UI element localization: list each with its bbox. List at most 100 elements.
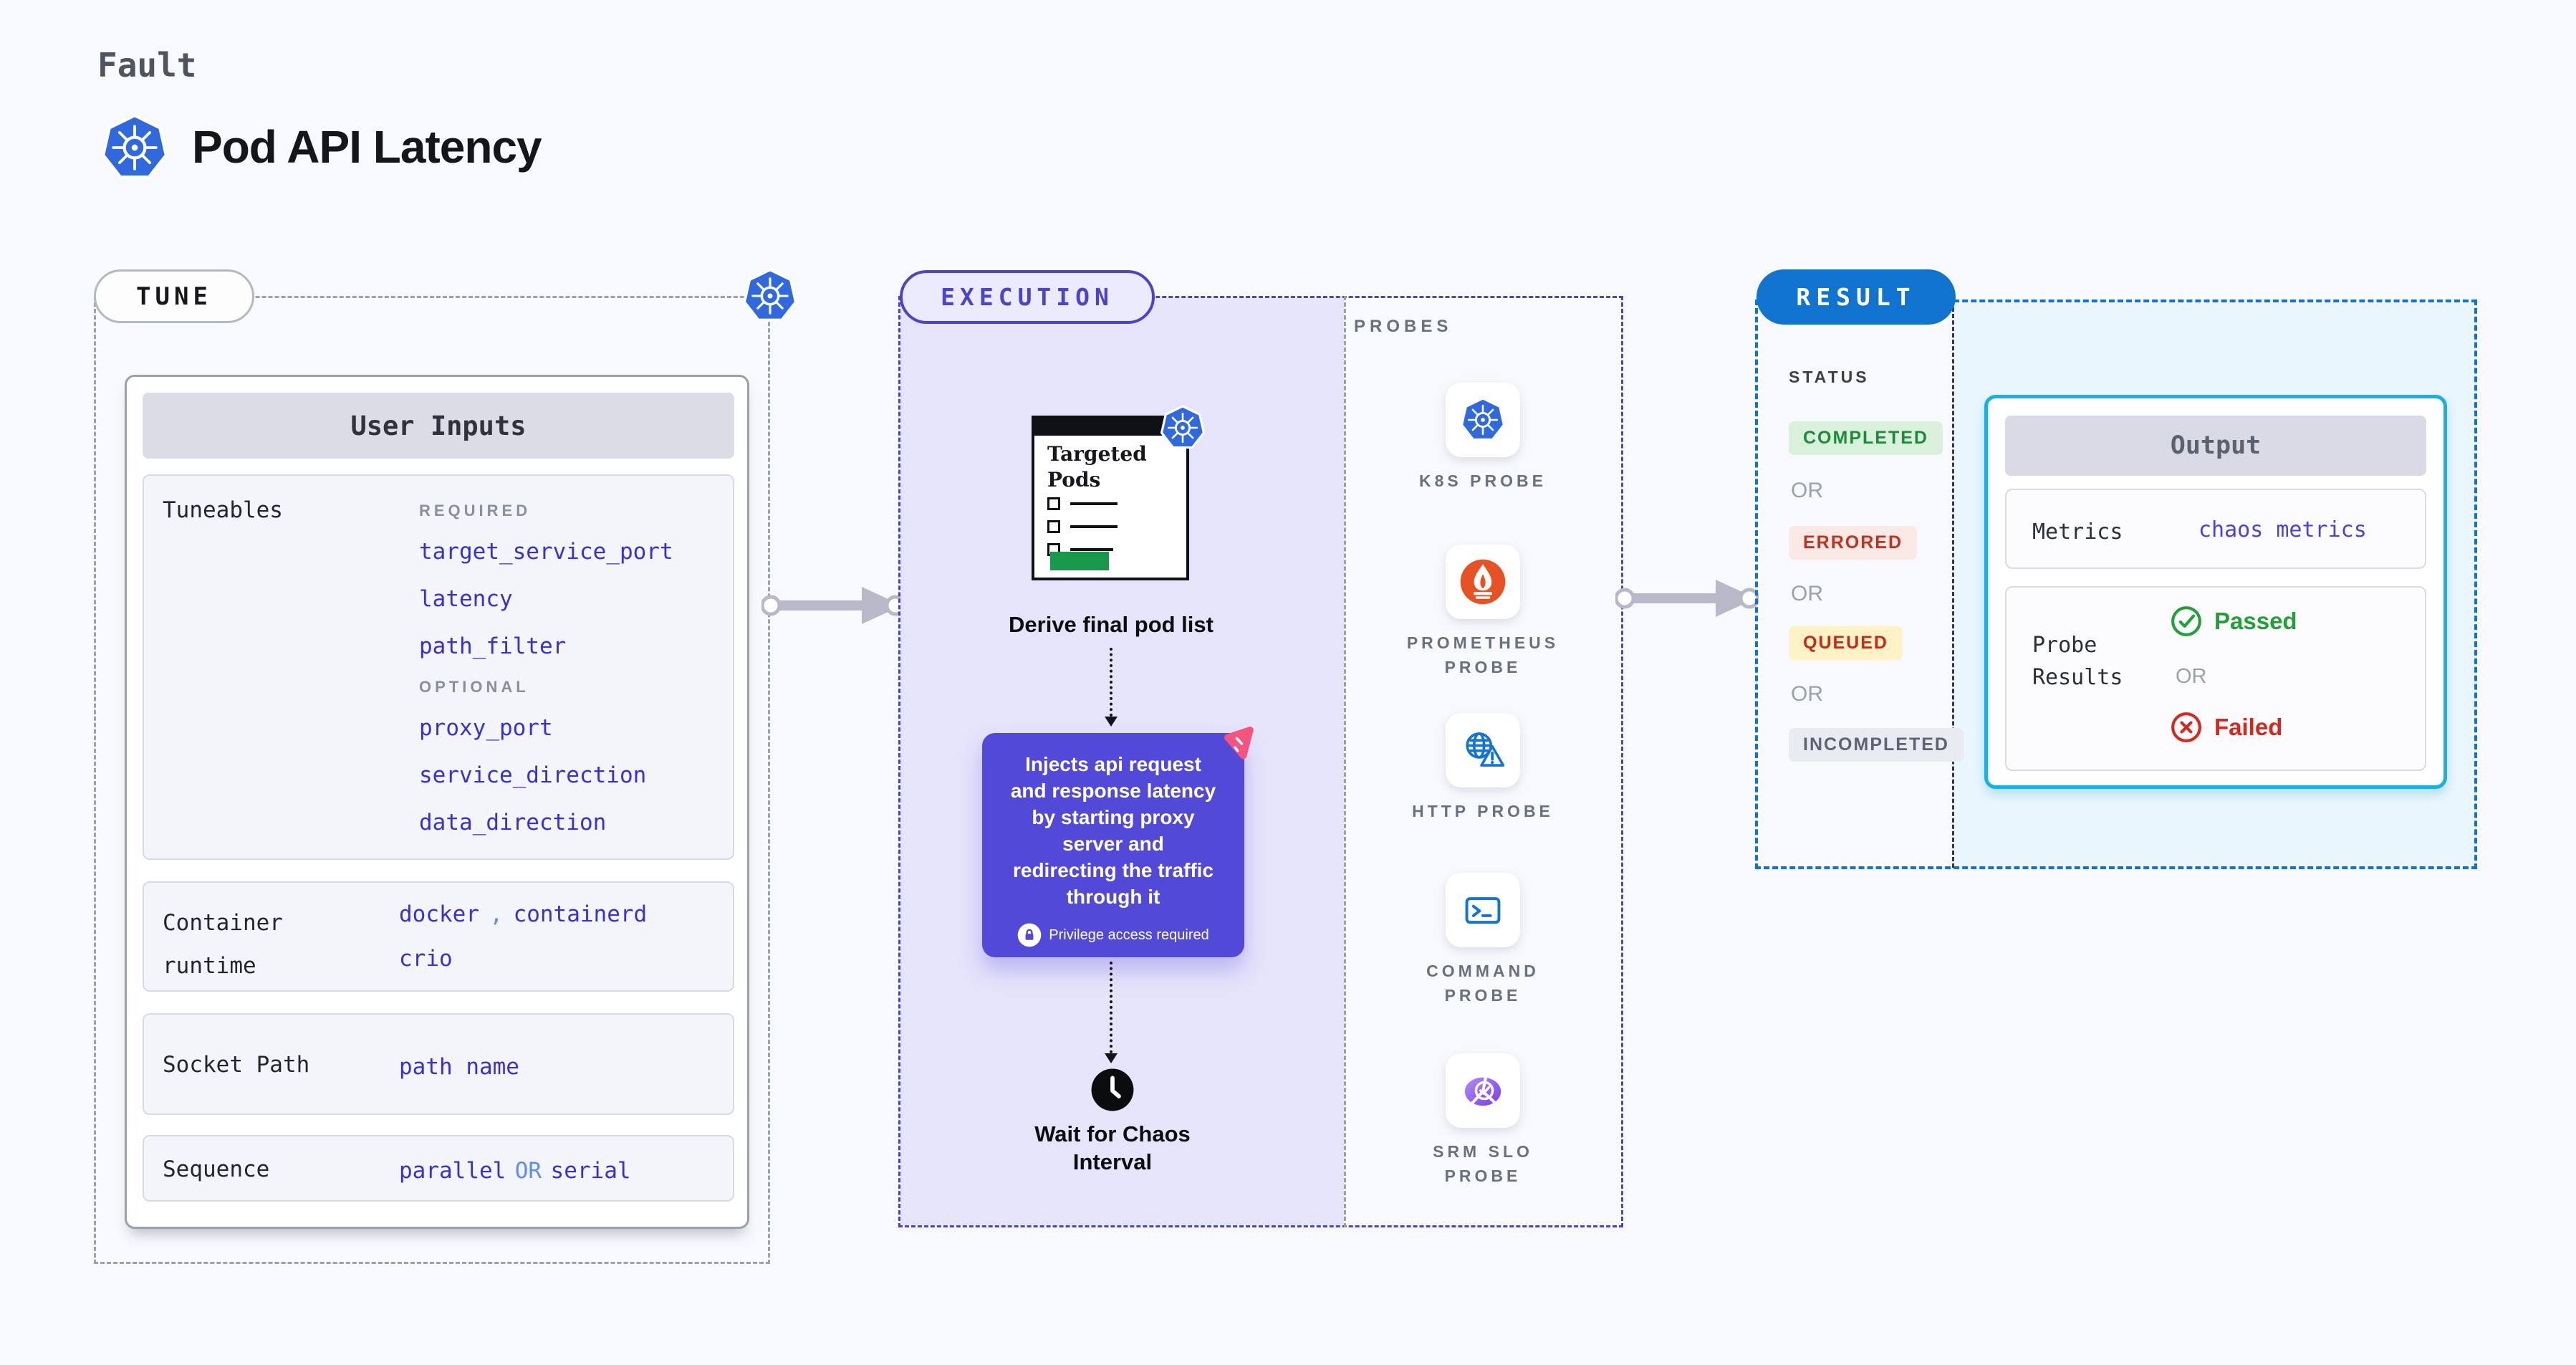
probe-http: HTTP PROBE bbox=[1397, 713, 1569, 823]
probes-divider bbox=[1344, 296, 1346, 1227]
flow-arrow-icon bbox=[1615, 580, 1759, 617]
pod-list-item bbox=[1047, 497, 1118, 510]
wait-chaos-interval-label: Wait for Chaos Interval bbox=[1034, 1121, 1191, 1174]
cross-circle-icon bbox=[2170, 711, 2203, 744]
progress-bar bbox=[1050, 552, 1109, 570]
http-globe-warning-icon bbox=[1459, 727, 1506, 774]
socket-path-label: Socket Path bbox=[163, 1052, 310, 1078]
targeted-pods-title: Targeted Pods bbox=[1047, 442, 1147, 492]
runtime-value: containerd bbox=[513, 901, 648, 927]
kubernetes-icon bbox=[1460, 397, 1506, 443]
tuneables-row: Tuneables REQUIRED target_service_port l… bbox=[143, 474, 734, 860]
tune-pill: TUNE bbox=[94, 269, 254, 323]
result-pill: RESULT bbox=[1756, 269, 1956, 325]
probe-icon-card bbox=[1446, 873, 1520, 947]
probe-result-or: OR bbox=[2176, 665, 2207, 688]
injection-description-box: Injects api request and response latency… bbox=[982, 733, 1244, 957]
sequence-value: parallel bbox=[399, 1158, 506, 1184]
status-badge-queued: QUEUED bbox=[1789, 626, 1903, 660]
tune-section-box bbox=[94, 296, 770, 1264]
probe-results-row: Probe Results Passed OR Failed bbox=[2005, 586, 2426, 771]
user-inputs-panel: User Inputs Tuneables REQUIRED target_se… bbox=[125, 375, 749, 1229]
probe-icon-card bbox=[1446, 1053, 1520, 1128]
probe-label: K8S PROBE bbox=[1419, 471, 1547, 490]
tuneable-field: path_filter bbox=[419, 633, 567, 659]
checkbox-icon bbox=[1047, 520, 1060, 533]
probe-prometheus: PROMETHEUS PROBE bbox=[1397, 545, 1569, 679]
tuneable-field: data_direction bbox=[419, 810, 607, 835]
probe-k8s: K8S PROBE bbox=[1397, 383, 1569, 493]
chaos-engineering-icon bbox=[1213, 721, 1255, 762]
probes-title: PROBES bbox=[1354, 317, 1453, 336]
tuneable-field: service_direction bbox=[419, 762, 647, 788]
status-badge-errored: ERRORED bbox=[1789, 526, 1918, 560]
arrowhead-icon bbox=[1105, 717, 1118, 727]
kubernetes-icon bbox=[100, 113, 169, 182]
probe-icon-card bbox=[1446, 383, 1520, 457]
container-runtime-row: Container runtime docker , containerd cr… bbox=[143, 881, 734, 992]
privilege-row: Privilege access required bbox=[982, 923, 1244, 947]
tuneable-field: target_service_port bbox=[419, 539, 673, 565]
result-divider bbox=[1952, 301, 1954, 868]
sequence-value: serial bbox=[550, 1158, 631, 1184]
probe-label: HTTP PROBE bbox=[1412, 802, 1554, 820]
user-inputs-title: User Inputs bbox=[143, 393, 734, 459]
sequence-label: Sequence bbox=[163, 1156, 270, 1182]
execution-pill: EXECUTION bbox=[900, 270, 1155, 324]
output-panel: Output Metrics chaos metrics Probe Resul… bbox=[1984, 395, 2447, 789]
flow-arrow-icon bbox=[761, 587, 905, 624]
probe-label: PROMETHEUS PROBE bbox=[1406, 633, 1559, 677]
probe-command: COMMAND PROBE bbox=[1397, 873, 1569, 1007]
metrics-label: Metrics bbox=[2032, 519, 2123, 545]
status-badge-incompleted: INCOMPLETED bbox=[1789, 728, 1964, 762]
runtime-value: crio bbox=[399, 946, 453, 972]
output-title: Output bbox=[2005, 416, 2426, 476]
pod-list-item bbox=[1047, 520, 1118, 533]
flow-connector bbox=[1110, 962, 1112, 1053]
probe-icon-card bbox=[1446, 545, 1520, 619]
runtime-value: docker bbox=[399, 901, 479, 927]
container-runtime-label: Container runtime bbox=[163, 910, 283, 980]
flow-connector bbox=[1110, 648, 1112, 717]
clock-icon bbox=[1090, 1067, 1135, 1113]
check-circle-icon bbox=[2170, 605, 2203, 638]
runtime-separator: , bbox=[489, 901, 504, 927]
targeted-pods-card: Targeted Pods bbox=[1032, 416, 1189, 580]
terminal-icon bbox=[1459, 886, 1506, 934]
arrowhead-icon bbox=[1105, 1053, 1118, 1063]
probe-icon-card bbox=[1446, 713, 1520, 787]
injection-text: Injects api request and response latency… bbox=[1010, 753, 1216, 908]
pod-line bbox=[1070, 525, 1118, 528]
pod-line bbox=[1070, 548, 1113, 551]
failed-line: Failed bbox=[2170, 711, 2282, 744]
probe-label: COMMAND PROBE bbox=[1426, 962, 1539, 1005]
probe-results-label: Probe Results bbox=[2032, 633, 2123, 690]
sequence-or: OR bbox=[514, 1158, 542, 1184]
status-or: OR bbox=[1791, 479, 1823, 502]
tuneable-field: proxy_port bbox=[419, 715, 553, 741]
tuneables-label: Tuneables bbox=[163, 497, 283, 523]
kubernetes-icon bbox=[1160, 405, 1206, 451]
optional-label: OPTIONAL bbox=[419, 678, 529, 696]
status-or: OR bbox=[1791, 582, 1823, 605]
status-or: OR bbox=[1791, 682, 1823, 706]
sequence-row: Sequence parallel OR serial bbox=[143, 1135, 734, 1202]
passed-line: Passed bbox=[2170, 605, 2297, 638]
prometheus-icon bbox=[1458, 557, 1507, 606]
status-label: STATUS bbox=[1789, 368, 1870, 386]
derive-pod-list-label: Derive final pod list bbox=[1009, 612, 1213, 637]
passed-label: Passed bbox=[2214, 608, 2297, 634]
fault-eyebrow: Fault bbox=[97, 46, 197, 85]
socket-path-value: path name bbox=[399, 1054, 519, 1080]
pod-line bbox=[1070, 502, 1118, 505]
probe-label: SRM SLO PROBE bbox=[1433, 1142, 1533, 1186]
required-label: REQUIRED bbox=[419, 502, 532, 519]
status-badge-completed: COMPLETED bbox=[1789, 421, 1943, 455]
checkbox-icon bbox=[1047, 497, 1060, 510]
slo-pie-check-icon bbox=[1458, 1066, 1507, 1115]
page-title: Pod API Latency bbox=[192, 121, 542, 173]
lock-icon bbox=[1017, 923, 1042, 947]
execution-section-box bbox=[898, 296, 1623, 1227]
tuneable-field: latency bbox=[419, 586, 513, 612]
